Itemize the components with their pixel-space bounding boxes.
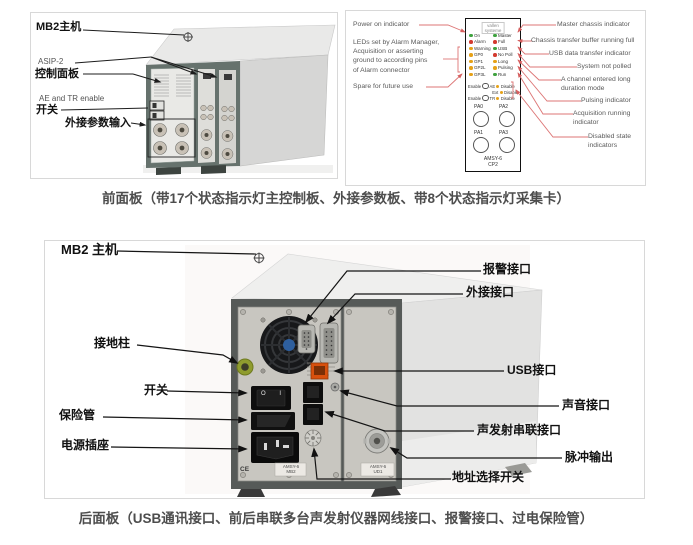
pa3-connector	[499, 137, 515, 153]
led-on	[469, 33, 473, 37]
ae-enable-switch	[482, 82, 489, 90]
led-master	[493, 33, 497, 37]
led-warning	[469, 46, 473, 50]
rear-panel-caption: 后面板（USB通讯接口、前后串联多台声发射仪器网线接口、报警接口、过电保险管）	[78, 511, 594, 526]
label-control-panel: 控制面板	[35, 68, 79, 80]
annotation-leds-set: LEDs set by Alarm Manager, Acquisition o…	[353, 39, 440, 74]
led-gp3l	[469, 72, 473, 76]
pa2-connector	[499, 111, 515, 127]
pa0-connector	[473, 111, 489, 127]
label-ground-post: 接地柱	[94, 336, 131, 350]
label-mb2-host: MB2主机	[36, 21, 82, 33]
ae-disable-led	[496, 84, 500, 88]
label-power-switch: 开关	[144, 383, 169, 397]
led-run	[493, 72, 497, 76]
led-pulsing	[493, 66, 497, 70]
label-mb2-host-rear: MB2 主机	[61, 242, 119, 257]
ud1-module-label: AMSY-6 UD1	[369, 464, 387, 475]
front-panel-figure: MB2主机 ASIP-2 控制面板 AE and TR enable 开关 外接…	[30, 12, 338, 179]
pa2-label: PA2	[499, 104, 509, 110]
label-addr-switch: 地址选择开关	[452, 470, 525, 484]
annotation-usb-transfer: USB data transfer indicator	[549, 50, 631, 57]
label-fuse: 保险管	[59, 408, 96, 422]
led-column-right: Master Full USB No Poll Long Pulsing Run	[493, 32, 519, 78]
label-ext-port: 外接接口	[466, 285, 515, 299]
led-gp2l	[469, 66, 473, 70]
panel-model: AMSY-6 CP2	[483, 156, 503, 168]
front-panel-caption: 前面板（带17个状态指示灯主控制板、外接参数板、带8个状态指示灯采集卡）	[101, 191, 571, 206]
annotation-buffer-full: Chassis transfer buffer running full	[531, 37, 635, 44]
led-column-left: On Alarm Warning GP0 GP1 GP2L GP3L	[469, 32, 495, 78]
annotation-acquisition: Acquisition running indicator	[573, 110, 631, 127]
annotation-power-on: Power on indicator	[353, 21, 410, 28]
tr-enable-switch	[482, 94, 489, 102]
led-long	[493, 59, 497, 63]
pa3-label: PA3	[499, 130, 509, 136]
pa0-label: PA0	[474, 104, 484, 110]
rear-panel-figure: O I CE AMSY-6 MB2 AMSY-6 UD1 MB2 主机 接地柱 …	[44, 240, 645, 499]
led-no-poll	[493, 53, 497, 57]
label-switch: 开关	[36, 104, 58, 116]
ce-mark: CE	[240, 466, 250, 473]
switch-marks: O I	[261, 391, 288, 397]
pa1-connector	[473, 137, 489, 153]
label-pulse-out: 脉冲输出	[565, 450, 614, 464]
led-gp1	[469, 59, 473, 63]
annotation-long-duration: A channel entered long duration mode	[561, 76, 631, 93]
annotation-master: Master chassis indicator	[557, 21, 630, 28]
led-full	[493, 40, 497, 44]
annotation-spare: Spare for future use	[353, 83, 414, 90]
led-alarm	[469, 40, 473, 44]
label-alarm-port: 报警接口	[483, 262, 532, 276]
crosshair-mark	[183, 32, 193, 42]
led-gp0	[469, 53, 473, 57]
tr-disable-led	[496, 96, 500, 100]
label-power-socket: 电源插座	[61, 438, 110, 452]
label-asip2: ASIP-2	[38, 57, 64, 66]
label-ae-chain-port: 声发射串联接口	[477, 423, 562, 437]
enable-row-tr: Enable TR Disable	[468, 94, 515, 102]
label-ae-tr-enable: AE and TR enable	[39, 94, 105, 103]
pa1-label: PA1	[474, 130, 484, 136]
cp2-panel: vallen systeme On Alarm Warning GP0 GP1 …	[465, 18, 521, 172]
mb2-module-label: AMSY-6 MB2	[282, 464, 300, 475]
label-usb-port: USB接口	[507, 363, 557, 377]
label-ext-param: 外接参数输入	[65, 117, 131, 129]
annotation-pulsing: Pulsing indicator	[581, 97, 631, 104]
annotation-disabled: Disabled state indicators	[588, 133, 632, 150]
label-audio-port: 声音接口	[562, 398, 611, 412]
cp2-diagram-figure: vallen systeme On Alarm Warning GP0 GP1 …	[345, 10, 646, 186]
ext-disable-led	[499, 90, 503, 94]
annotation-not-polled: System not polled	[577, 63, 632, 70]
led-usb	[493, 46, 497, 50]
crosshair-mark	[253, 252, 265, 264]
enable-row-ae: Enable AE Disable	[468, 82, 515, 90]
